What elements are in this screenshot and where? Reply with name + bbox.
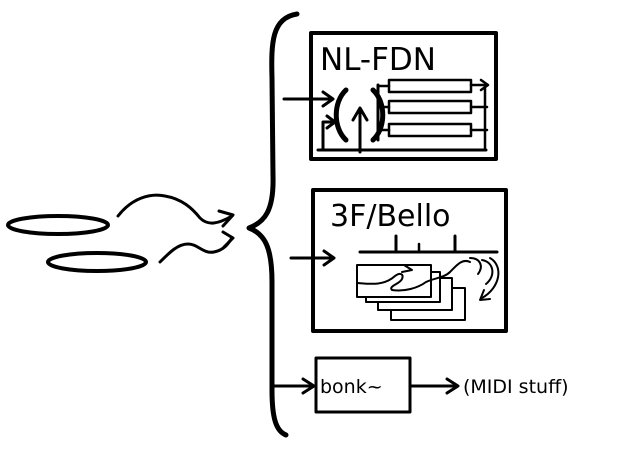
- bello-box: [311, 188, 508, 333]
- nlfdn-delay-line-2: [387, 99, 473, 115]
- nlfdn-up-arrow-head: [351, 106, 369, 122]
- input-ellipse-bottom: [46, 251, 148, 273]
- nlfdn-label: NL-FDN: [320, 42, 436, 78]
- bello-arrow-into-pages: [401, 264, 413, 273]
- input-ellipse-top: [6, 214, 110, 236]
- squiggle-arrow-bottom: [158, 236, 234, 264]
- nlfdn-input-arrow-head: [321, 90, 335, 108]
- nlfdn-feedback-line: [321, 120, 337, 152]
- bonk-output-arrow-head: [445, 377, 460, 395]
- bello-feedback-curve-3: [481, 257, 500, 299]
- bonk-label: bonk~: [320, 376, 383, 398]
- bello-feedback-head: [479, 289, 491, 301]
- squiggle-arrow-top: [116, 193, 234, 225]
- bello-feedback-curve-1: [469, 257, 482, 275]
- nlfdn-paren-right: [370, 87, 386, 143]
- nlfdn-box: [309, 31, 498, 161]
- nlfdn-delay-line-3: [387, 122, 473, 138]
- bonk-input-arrow-head: [301, 377, 316, 395]
- squiggle-arrow-bottom-head: [221, 230, 235, 249]
- curly-brace: [246, 11, 300, 438]
- bello-scribble: [357, 260, 471, 292]
- squiggle-arrow-top-head: [217, 209, 235, 228]
- nlfdn-delay-line-1: [387, 78, 473, 94]
- midi-output-label: (MIDI stuff): [463, 376, 569, 398]
- bello-input-arrow-head: [322, 249, 336, 267]
- bello-feedback-curve-2: [481, 259, 494, 285]
- nlfdn-feedback-head: [325, 114, 337, 130]
- bello-page-front: [356, 264, 432, 298]
- bello-label: 3F/Bello: [330, 199, 451, 234]
- nlfdn-paren-left: [333, 87, 349, 143]
